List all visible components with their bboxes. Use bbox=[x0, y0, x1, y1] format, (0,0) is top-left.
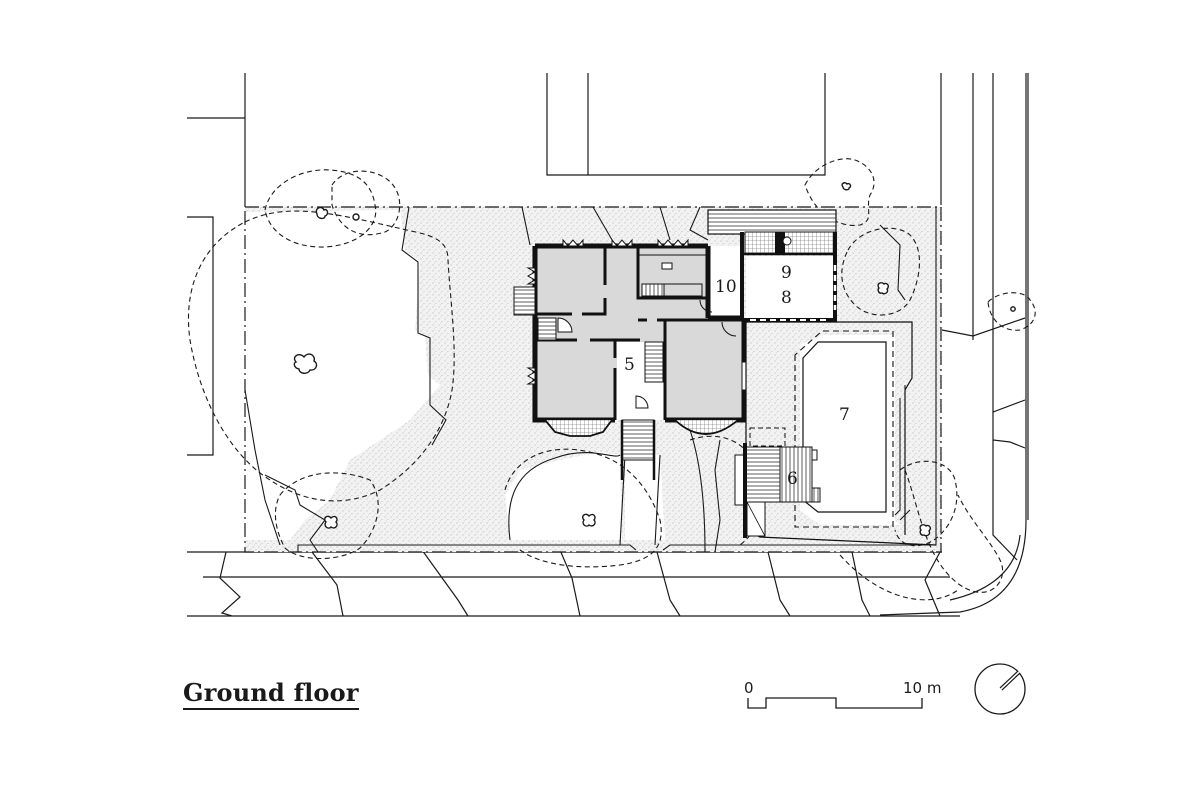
room-label-5: 5 bbox=[624, 355, 635, 375]
room-label-8: 8 bbox=[781, 288, 792, 308]
room-label-10: 10 bbox=[715, 277, 737, 297]
room-labels: 5 6 7 8 9 10 bbox=[620, 263, 850, 489]
main-house bbox=[513, 238, 747, 480]
scale-end-label: 10 m bbox=[903, 679, 941, 697]
pavilion bbox=[707, 209, 837, 322]
room-label-6: 6 bbox=[787, 469, 798, 489]
scale-start-label: 0 bbox=[744, 679, 754, 697]
terrain-lines bbox=[244, 206, 906, 553]
drawing-title: Ground floor bbox=[183, 678, 359, 710]
north-arrow-icon bbox=[974, 663, 1026, 715]
scale-bar: 0 10 m bbox=[744, 679, 941, 709]
tree-trunks bbox=[293, 182, 1016, 537]
property-boundary bbox=[244, 206, 942, 553]
room-label-7: 7 bbox=[839, 405, 850, 425]
room-label-9: 9 bbox=[781, 263, 792, 283]
tree-canopies bbox=[187, 158, 1036, 601]
pool-area bbox=[734, 321, 937, 546]
